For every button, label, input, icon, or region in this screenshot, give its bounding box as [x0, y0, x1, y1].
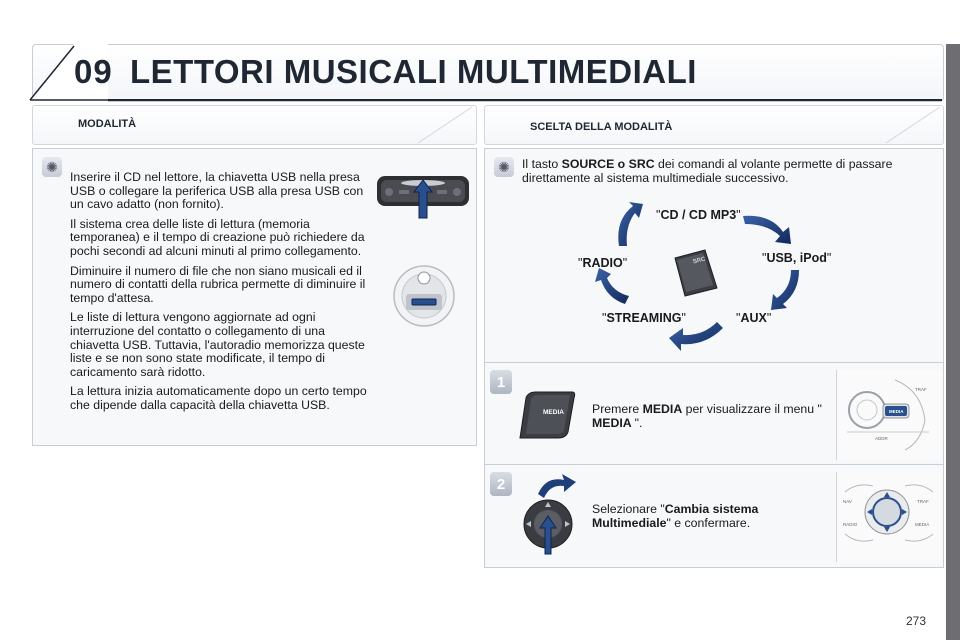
step2-text: Selezionare "Cambia sistema Multimediale…	[592, 502, 759, 530]
paragraph: La lettura inizia automaticamente dopo u…	[70, 384, 367, 412]
mode-label-aux: "AUX"	[736, 311, 772, 325]
mode-label-cd: "CD / CD MP3"	[656, 208, 741, 222]
paragraph: Le liste di lettura vengono aggiornate a…	[70, 310, 365, 379]
photo-label-media: MEDIA	[889, 409, 904, 414]
cd-player-illustration	[377, 176, 469, 219]
photo-label-radio: RADIO	[843, 522, 858, 527]
source-key-name: SOURCE o SRC	[561, 157, 655, 171]
step2-panel-photo: NAV TRAF RADIO MEDIA	[836, 472, 941, 562]
section-header-scelta	[484, 105, 944, 145]
section-header-slash	[885, 106, 941, 144]
chapter-number: 09	[74, 53, 113, 90]
photo-label-traf: TRAF	[915, 387, 927, 392]
usb-socket-illustration	[393, 265, 455, 327]
tip-sun-icon: ✺	[494, 157, 514, 177]
media-button-label: MEDIA	[543, 409, 564, 416]
source-intro-text: Il tasto SOURCE o SRC dei comandi al vol…	[522, 157, 893, 185]
paragraph: Diminuire il numero di file che non sian…	[70, 263, 366, 305]
paragraph: Inserire il CD nel lettore, la chiavetta…	[70, 170, 364, 212]
photo-label-traf: TRAF	[917, 499, 929, 504]
header-rule	[108, 99, 942, 101]
step-number-badge: 1	[490, 370, 512, 394]
section-title-scelta: SCELTA DELLA MODALITÀ	[530, 121, 673, 133]
source-cycle-diagram	[595, 202, 799, 351]
tip-sun-icon: ✺	[42, 157, 62, 177]
mode-label-usb: "USB, iPod"	[762, 251, 832, 265]
page-title: LETTORI MUSICALI MULTIMEDIALI	[130, 53, 697, 90]
header-slash	[28, 44, 108, 102]
page-side-rail	[946, 44, 960, 640]
mode-label-streaming: "STREAMING"	[602, 311, 686, 325]
header-band	[32, 44, 944, 102]
rotary-knob-illustration	[523, 474, 576, 555]
photo-label-addr: ADDR	[875, 436, 888, 441]
step1-text: Premere MEDIA per visualizzare il menu "…	[592, 402, 822, 430]
section-header-slash	[417, 106, 473, 144]
section-title-modalita: MODALITÀ	[78, 118, 137, 130]
modalita-text: Inserire il CD nel lettore, la chiavetta…	[70, 170, 370, 419]
photo-label-media: MEDIA	[915, 522, 930, 527]
media-button-illustration	[519, 391, 576, 439]
page-number: 273	[906, 614, 927, 628]
step-number-badge: 2	[490, 472, 512, 496]
paragraph: Il sistema crea delle liste di lettura (…	[70, 216, 365, 258]
photo-label-nav: NAV	[843, 499, 852, 504]
section-header-modalita	[32, 105, 477, 145]
mode-label-radio: "RADIO"	[578, 256, 628, 270]
step1-panel-photo: MEDIA TRAF ADDR	[836, 370, 941, 460]
